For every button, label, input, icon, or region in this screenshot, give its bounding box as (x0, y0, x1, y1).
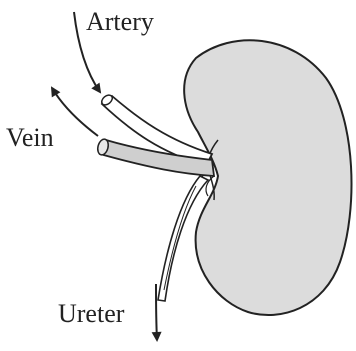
kidney-body (184, 40, 351, 315)
artery-label: Artery (86, 7, 154, 36)
ureter-label: Ureter (58, 299, 125, 328)
vein-label: Vein (6, 123, 54, 152)
ureter-flow-arrow (156, 284, 157, 340)
vein-flow-arrow (52, 88, 98, 136)
